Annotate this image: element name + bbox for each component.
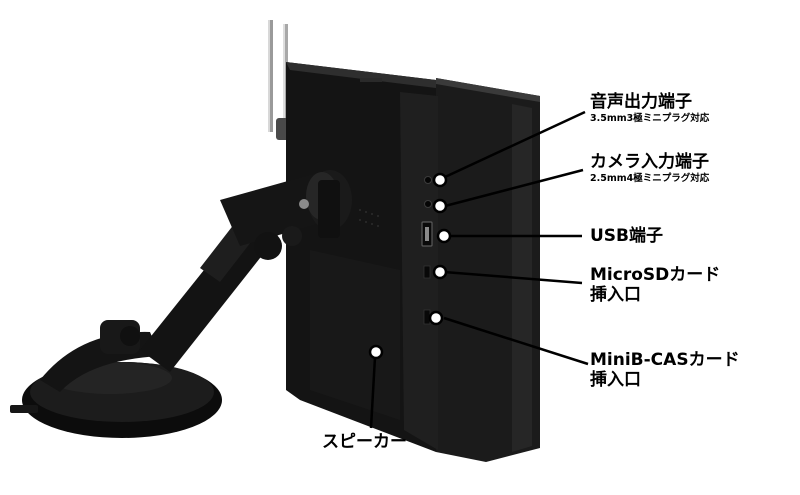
callout-audio-out: 音声出力端子 3.5mm3極ミニプラグ対応 (590, 92, 709, 125)
callout-usb: USB端子 (590, 226, 663, 246)
leader-endpoints (368, 172, 452, 360)
leader-minib (443, 316, 589, 366)
headphone-icon (424, 176, 432, 184)
callout-minib-cas: MiniB-CASカード 挿入口 (590, 350, 740, 390)
callout-minib-line1: MiniB-CASカード (590, 350, 740, 370)
callout-camera-in: カメラ入力端子 2.5mm4極ミニプラグ対応 (590, 152, 709, 185)
callout-microsd-line1: MicroSDカード (590, 265, 721, 285)
callout-minib-line2: 挿入口 (590, 370, 641, 390)
leader-lines (369, 110, 589, 429)
device-body (286, 62, 540, 462)
callout-microsd-line2: 挿入口 (590, 285, 641, 305)
leader-speaker (369, 356, 377, 429)
callout-audio-subtitle: 3.5mm3極ミニプラグ対応 (590, 113, 710, 124)
callout-speaker-title: スピーカー (322, 432, 407, 452)
suction-mount (10, 170, 352, 438)
leader-audio (444, 110, 586, 179)
camera-icon (424, 200, 432, 208)
callout-microsd: MicroSDカード 挿入口 (590, 265, 720, 305)
side-ports (421, 176, 433, 325)
callout-usb-title: USB端子 (590, 226, 664, 246)
callout-camera-subtitle: 2.5mm4極ミニプラグ対応 (590, 173, 710, 184)
leader-camera (444, 168, 584, 208)
leader-microsd (443, 270, 583, 285)
callout-audio-title: 音声出力端子 (590, 92, 692, 112)
callout-speaker: スピーカー (322, 432, 407, 452)
callout-camera-title: カメラ入力端子 (590, 152, 709, 172)
